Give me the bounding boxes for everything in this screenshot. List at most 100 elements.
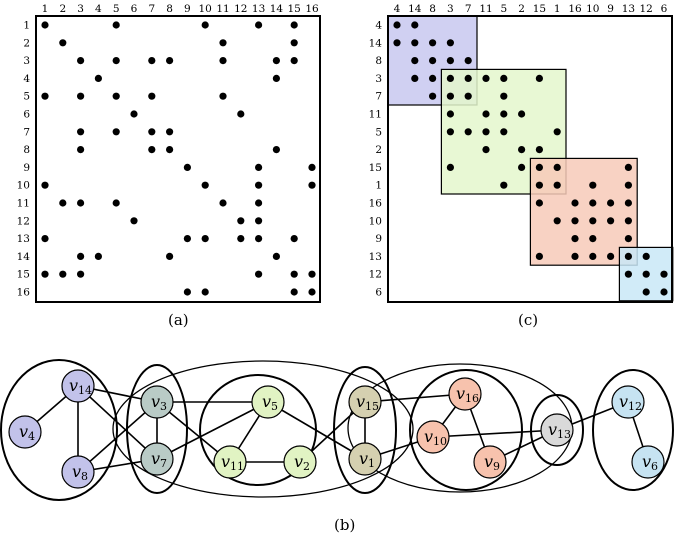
matrix-a-entry <box>255 21 263 29</box>
matrix-c-entry <box>464 128 472 136</box>
matrix-a-col-label: 5 <box>113 3 120 15</box>
matrix-c-entry <box>589 199 597 207</box>
matrix-a-entry <box>148 128 156 136</box>
graph-node-v5: v5 <box>251 385 285 419</box>
matrix-a-entry <box>308 288 316 296</box>
matrix-a-entry <box>77 92 85 100</box>
matrix-c-entry <box>518 163 526 171</box>
matrix-a-entry <box>308 270 316 278</box>
matrix-c-entry <box>535 74 544 82</box>
matrix-c-entry <box>571 217 579 225</box>
matrix-a-row-label: 10 <box>17 180 30 192</box>
matrix-a-entry <box>130 217 138 225</box>
matrix-c-entry <box>446 57 454 65</box>
matrix-a-entry <box>77 270 85 278</box>
matrix-c-row-label: 15 <box>369 162 382 174</box>
matrix-c-entry <box>500 92 508 100</box>
matrix-a-entry <box>290 39 298 47</box>
matrix-c-row-label: 13 <box>369 251 382 263</box>
matrix-c-row-label: 9 <box>375 233 382 245</box>
matrix-c-row-label: 12 <box>369 269 382 281</box>
matrix-a-entry <box>41 21 49 29</box>
matrix-a-col-label: 12 <box>234 3 247 15</box>
matrix-c-frame <box>387 15 673 303</box>
matrix-c-col-label: 7 <box>465 3 472 15</box>
matrix-c-row-label: 11 <box>369 109 382 121</box>
graph-node-v8: v8 <box>61 455 95 489</box>
matrix-a-entry <box>290 270 298 278</box>
matrix-c-entry <box>642 288 650 296</box>
matrix-c-entry <box>624 217 633 225</box>
matrix-c-entry <box>589 252 597 260</box>
matrix-a-col-label: 2 <box>59 3 66 15</box>
graph-node-v14: v14 <box>61 369 95 403</box>
matrix-c-col-label: 4 <box>394 3 401 15</box>
node-circle <box>61 369 95 403</box>
matrix-c-entry <box>535 252 544 260</box>
graph-node-v15: v15 <box>348 385 382 419</box>
matrix-a-col-label: 10 <box>199 3 212 15</box>
node-subscript: 4 <box>28 430 35 443</box>
graph-node-v3: v3 <box>140 385 174 419</box>
matrix-a-col-label: 8 <box>166 3 173 15</box>
matrix-c-entry <box>429 92 437 100</box>
matrix-a-col-label: 9 <box>184 3 191 15</box>
matrix-c-entry <box>589 181 597 189</box>
matrix-a-entry <box>59 39 67 47</box>
matrix-a-entry <box>94 74 102 82</box>
graph-node-v12: v12 <box>611 385 645 419</box>
matrix-c-col-label: 12 <box>640 3 653 15</box>
matrix-c-entry <box>553 181 561 189</box>
cluster-orange <box>409 369 523 491</box>
matrix-c-row-label: 10 <box>369 215 382 227</box>
node-circle <box>631 445 665 479</box>
matrix-a-entry <box>290 21 298 29</box>
matrix-c-row-label: 7 <box>375 91 382 103</box>
matrix-a-col-label: 16 <box>305 3 319 15</box>
matrix-a-row-label: 3 <box>23 55 30 67</box>
graph-edge <box>432 429 558 438</box>
matrix-c-col-label: 13 <box>622 3 635 15</box>
matrix-c-entry <box>624 181 633 189</box>
matrix-c-row-label: 1 <box>375 180 382 192</box>
matrix-c-row-label: 5 <box>375 126 382 138</box>
node-circle <box>348 385 382 419</box>
matrix-a-row-label: 14 <box>17 251 31 263</box>
matrix-c-entry <box>535 199 544 207</box>
matrix-c-entry <box>500 181 508 189</box>
matrix-a-entry <box>272 252 280 260</box>
cluster-purple <box>0 359 118 501</box>
graph-node-v11: v11 <box>213 445 247 479</box>
matrix-c-entry <box>624 270 633 278</box>
matrix-c-entry <box>464 74 472 82</box>
node-subscript: 13 <box>557 428 571 441</box>
caption-b: (b) <box>334 516 355 534</box>
graph-edge <box>77 401 158 473</box>
matrix-c-entry <box>482 146 490 154</box>
matrix-a-entry <box>183 163 191 171</box>
matrix-c-col-label: 14 <box>408 3 422 15</box>
node-circle <box>540 413 574 447</box>
graph-node-v10: v10 <box>416 420 450 454</box>
matrix-a-entry <box>77 146 85 154</box>
graph-edge <box>156 401 269 460</box>
matrix-c-entry <box>660 288 668 296</box>
node-subscript: 1 <box>368 457 375 470</box>
matrix-c-col-label: 15 <box>533 3 546 15</box>
node-circle <box>140 442 174 476</box>
caption-c: (c) <box>518 311 538 329</box>
matrix-c-entry <box>607 199 615 207</box>
matrix-a-entry <box>41 92 49 100</box>
matrix-c-entry <box>446 128 454 136</box>
node-circle <box>251 385 285 419</box>
matrix-c-entry <box>535 181 544 189</box>
matrix-a-col-label: 4 <box>95 3 102 15</box>
matrix-a-entry <box>59 270 67 278</box>
cluster-blue <box>592 369 674 491</box>
matrix-c-entry <box>411 57 419 65</box>
node-circle <box>611 385 645 419</box>
matrix-a-entry <box>166 57 174 65</box>
matrix-a-col-label: 11 <box>216 3 229 15</box>
matrix-a-col-label: 15 <box>288 3 301 15</box>
